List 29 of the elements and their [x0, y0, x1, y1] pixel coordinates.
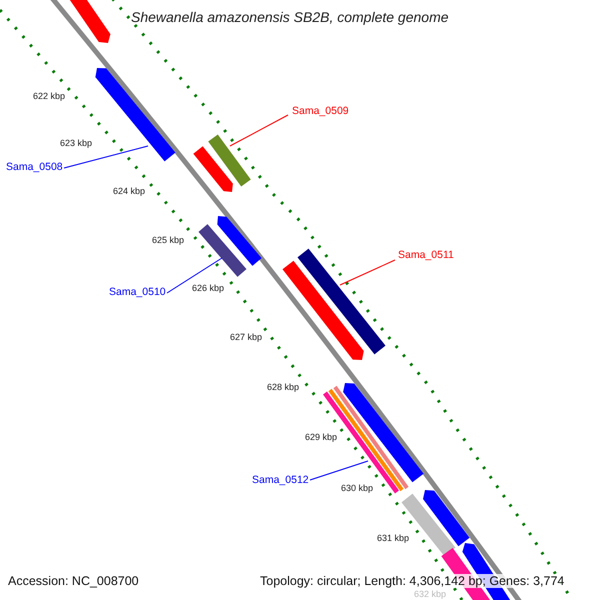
footer-text: Accession: NC_008700 — [8, 574, 139, 588]
gene-feature-bar — [323, 386, 409, 494]
gene-feature-bar — [208, 134, 251, 186]
tick-label: 630 kbp — [341, 483, 374, 494]
leader-line — [166, 258, 222, 294]
tick-label: 631 kbp — [377, 533, 410, 544]
gene-label: Sama_0509 — [292, 105, 349, 118]
gene-feature-bar — [198, 224, 246, 277]
tick-label: 626 kbp — [192, 283, 224, 294]
tick-label: 629 kbp — [305, 432, 338, 442]
tick-label: 624 kbp — [113, 186, 146, 196]
tick-label: 623 kbp — [60, 138, 92, 148]
tick-label: 625 kbp — [152, 235, 184, 246]
tick-label: 627 kbp — [230, 332, 262, 342]
leader-line — [310, 460, 368, 480]
title: Shewanella amazonensis SB2B, complete genome — [131, 9, 449, 26]
gene-feature-bar — [298, 248, 386, 354]
gene-label: Sama_0510 — [109, 286, 166, 298]
leader-line — [230, 114, 288, 146]
tick-label: 628 kbp — [267, 382, 300, 392]
gene-label: Sama_0511 — [398, 249, 454, 262]
leader-line — [64, 146, 148, 168]
leader-line — [340, 260, 396, 286]
gene-label: Sama_0512 — [252, 474, 309, 486]
tick-label: 632 kbp — [414, 589, 446, 600]
tick-label: 622 kbp — [33, 91, 66, 102]
gene-feature-bar — [95, 68, 176, 162]
gene-label: Sama_0508 — [6, 161, 63, 174]
footer-text: Topology: circular; Length: 4,306,142 bp; Genes: 3,774 — [260, 574, 564, 588]
